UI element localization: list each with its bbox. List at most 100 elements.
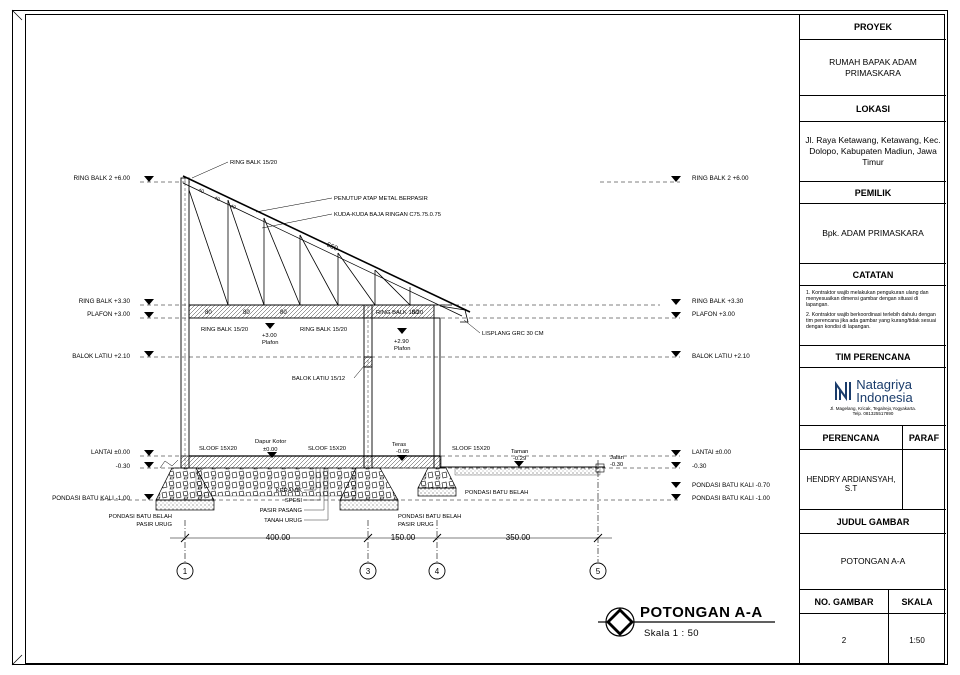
section-title-group: POTONGAN A-A Skala 1 : 50	[598, 604, 775, 639]
label-sloof-mid: SLOOF 15X20	[308, 446, 346, 452]
truss-dim-80a: 80	[205, 310, 212, 316]
foundations	[155, 459, 605, 511]
planner-row: HENDRY ARDIANSYAH, S.T	[800, 450, 946, 510]
roof-truss	[182, 175, 471, 323]
truss-dim-80c: 80	[280, 310, 287, 316]
label-kuda: KUDA-KUDA BAJA RINGAN C75.75.0.75	[334, 212, 441, 218]
scale-label: SKALA	[901, 596, 933, 607]
plafon-290-level: +2.90	[394, 339, 409, 345]
planner-divider	[902, 426, 903, 510]
drawing-title-value: POTONGAN A-A	[800, 534, 946, 590]
label-dapur-level: ±0.00	[263, 447, 277, 453]
label-ringbalk-top: RING BALK 15/20	[230, 160, 277, 166]
right-level-lantai: LANTAI ±0.00	[692, 449, 732, 456]
label-pasir-pasang: PASIR PASANG	[260, 508, 303, 514]
grid-axis-4: 4	[435, 567, 440, 576]
owner-value: Bpk. ADAM PRIMASKARA	[800, 204, 946, 264]
label-ringbalk-left: RING BALK 15/20	[201, 327, 248, 333]
grid-axes	[170, 460, 612, 580]
label-dapur: Dapur Kotor	[255, 439, 286, 445]
label-jalan-level: -0.30	[610, 462, 623, 468]
outer-frame	[12, 10, 948, 665]
section-title: POTONGAN A-A	[640, 604, 763, 621]
note-1: 1. Kontraktor wajib melakukan pengukuran…	[806, 290, 929, 309]
dim-400: 400.00	[266, 533, 291, 542]
label-jalan: Jalan	[610, 455, 624, 461]
plafon-300-label: Plafon	[262, 340, 278, 346]
label-pondasi-belah-mid: PONDASI BATU BELAH	[398, 514, 461, 520]
label-lisplang: LISPLANG GRC 30 CM	[482, 331, 544, 337]
location-label: LOKASI	[800, 96, 946, 122]
level-markers	[144, 176, 681, 500]
truss-dim-40b: 40	[213, 195, 221, 203]
label-sloof-left: SLOOF 15X20	[199, 446, 237, 452]
right-level-plafon: PLAFON +3.00	[692, 311, 735, 318]
right-level-minus030: -0.30	[692, 463, 707, 470]
logo-address: Jl. Magelang, Kricak, Tegalrejo,Yogyakar…	[829, 405, 917, 411]
logo-phone: Telp. 081325517890	[852, 410, 894, 416]
project-value: RUMAH BAPAK ADAM PRIMASKARA	[800, 40, 946, 96]
truss-dim-80b: 80	[243, 310, 250, 316]
planner-label: PERENCANA	[822, 432, 880, 443]
corner-marks	[11, 9, 23, 666]
title-block: PROYEK RUMAH BAPAK ADAM PRIMASKARA LOKAS…	[799, 14, 946, 664]
drawno-row: 2 1:50	[800, 614, 946, 664]
drawno-divider	[888, 590, 889, 664]
label-spesi: SPESI	[285, 498, 302, 504]
inner-frame	[25, 14, 945, 664]
owner-label: PEMILIK	[800, 182, 946, 204]
label-ringbalk-right: RING BALK 15/20	[376, 310, 423, 316]
dim-150: 150.00	[391, 533, 416, 542]
notes-body: 1. Kontraktor wajib melakukan pengukuran…	[800, 286, 946, 346]
natagriya-logo-icon	[835, 380, 852, 401]
label-balok-latiu: BALOK LATIU 15/12	[292, 376, 345, 382]
plafon-300-level: +3.00	[262, 333, 277, 339]
company-logo: Natagriya Indonesia Jl. Magelang, Kricak…	[800, 368, 946, 426]
label-taman: Taman	[511, 449, 528, 455]
label-pondasi-belah-right: PONDASI BATU BELAH	[465, 490, 528, 496]
label-pasir-urug-left: PASIR URUG	[136, 522, 172, 528]
label-keramik: KERAMIK	[276, 488, 302, 494]
location-value: Jl. Raya Ketawang, Ketawang, Kec. Dolopo…	[800, 122, 946, 182]
right-level-pondasi-100: PONDASI BATU KALI -1.00	[692, 495, 770, 502]
drawing-title-label: JUDUL GAMBAR	[800, 510, 946, 534]
left-level-ringbalk: RING BALK +3.30	[79, 298, 131, 305]
label-teras: Teras	[392, 442, 406, 448]
plafon-290-label: Plafon	[394, 346, 410, 352]
logo-line1: Natagriya	[856, 376, 912, 392]
drawing-no-label: NO. GAMBAR	[814, 596, 874, 607]
right-level-ringbalk: RING BALK +3.30	[692, 298, 744, 305]
drawno-header-row: NO. GAMBAR SKALA	[800, 590, 946, 614]
note-2: 2. Kontraktor wajib berkoordinasi terleb…	[806, 311, 937, 331]
right-level-pondasi-070: PONDASI BATU KALI -0.70	[692, 482, 770, 489]
left-level-lantai: LANTAI ±0.00	[91, 449, 131, 456]
team-label: TIM PERENCANA	[800, 346, 946, 368]
left-level-minus030: -0.30	[116, 463, 131, 470]
right-level-ringbalk2: RING BALK 2 +6.00	[692, 175, 749, 182]
truss-dim-40c: 40	[229, 203, 237, 211]
roof-length: 660	[325, 241, 339, 252]
truss-dim-80d: 80	[412, 310, 419, 316]
logo-line2: Indonesia	[856, 389, 913, 405]
label-pondasi-belah-left: PONDASI BATU BELAH	[109, 514, 172, 520]
grid-axis-5: 5	[596, 567, 601, 576]
label-penutup: PENUTUP ATAP METAL BERPASIR	[334, 196, 428, 202]
section-scale: Skala 1 : 50	[644, 628, 699, 639]
scale-value: 1:50	[909, 636, 925, 645]
planner-header-row: PERENCANA PARAF	[800, 426, 946, 450]
level-lines	[100, 181, 680, 501]
left-level-ringbalk2: RING BALK 2 +6.00	[73, 175, 130, 182]
label-sloof-right: SLOOF 15X20	[452, 446, 490, 452]
project-label: PROYEK	[800, 14, 946, 40]
grid-axis-1: 1	[183, 567, 188, 576]
label-pasir-urug-mid: PASIR URUG	[398, 522, 434, 528]
paraf-label: PARAF	[908, 432, 940, 443]
notes-label: CATATAN	[800, 264, 946, 286]
right-level-balok-latiu: BALOK LATIU +2.10	[692, 353, 750, 360]
drawing-no-value: 2	[841, 636, 847, 645]
label-taman-level: -0.29	[513, 456, 526, 462]
section-drawing: RING BALK 2 +6.00 RING BALK +3.30 PLAFON…	[11, 9, 775, 666]
walls	[180, 177, 442, 469]
left-level-plafon: PLAFON +3.00	[87, 311, 130, 318]
label-tanah-urug: TANAH URUG	[264, 518, 302, 524]
